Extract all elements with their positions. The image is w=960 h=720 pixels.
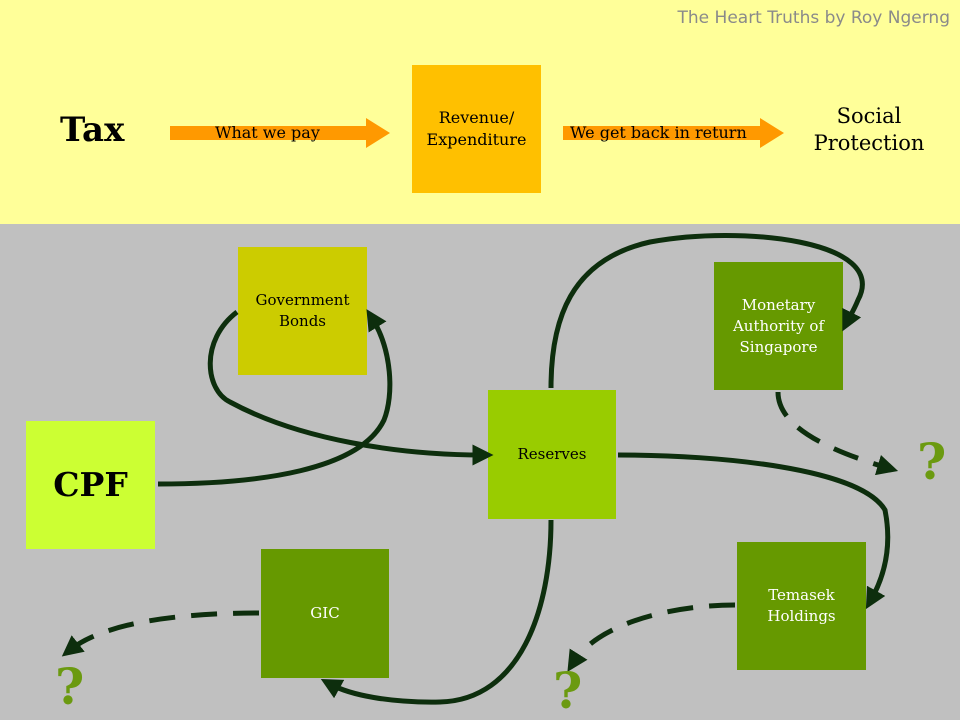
question-mark-temasek: ? (553, 661, 583, 720)
temasek-label: Temasek Holdings (767, 586, 836, 625)
what-we-pay-label: What we pay (215, 123, 320, 142)
gic-box: GIC (261, 549, 389, 678)
temasek-box: Temasek Holdings (737, 542, 866, 670)
what-we-pay-arrow (170, 118, 390, 148)
credit-text: The Heart Truths by Roy Ngerng (677, 8, 950, 28)
government-bonds-box: Government Bonds (238, 247, 367, 375)
reserves-to-temasek-arrow (617, 452, 891, 610)
reserves-to-gic-arrow (320, 519, 554, 705)
cpf-box: CPF (26, 421, 155, 549)
we-get-back-label: We get back in return (570, 123, 747, 142)
temasek-to-question-dashed-arrow (567, 602, 736, 672)
revenue-expenditure-box: Revenue/ Expenditure (412, 65, 541, 193)
cpf-to-bonds-arrow (157, 309, 393, 487)
mas-to-question-dashed-arrow (775, 391, 899, 476)
question-mark-gic: ? (55, 657, 85, 716)
question-mark-mas: ? (917, 432, 947, 491)
reserves-label: Reserves (517, 445, 587, 463)
mas-box: Monetary Authority of Singapore (714, 262, 843, 390)
gic-to-question-dashed-arrow (61, 610, 260, 657)
we-get-back-arrow (563, 118, 784, 148)
government-bonds-label: Government Bonds (255, 291, 350, 330)
social-protection-label: Social Protection (813, 103, 925, 155)
gic-label: GIC (310, 604, 340, 622)
tax-label: Tax (60, 110, 125, 150)
reserves-box: Reserves (488, 390, 616, 519)
bonds-to-reserves-arrow (207, 310, 494, 466)
social-protection-label-box: Social Protection (800, 100, 938, 160)
mas-label: Monetary Authority of Singapore (732, 295, 825, 356)
cpf-label: CPF (53, 464, 128, 504)
reserves-to-mas-arrow (548, 233, 865, 389)
revenue-expenditure-label: Revenue/ Expenditure (426, 107, 527, 149)
